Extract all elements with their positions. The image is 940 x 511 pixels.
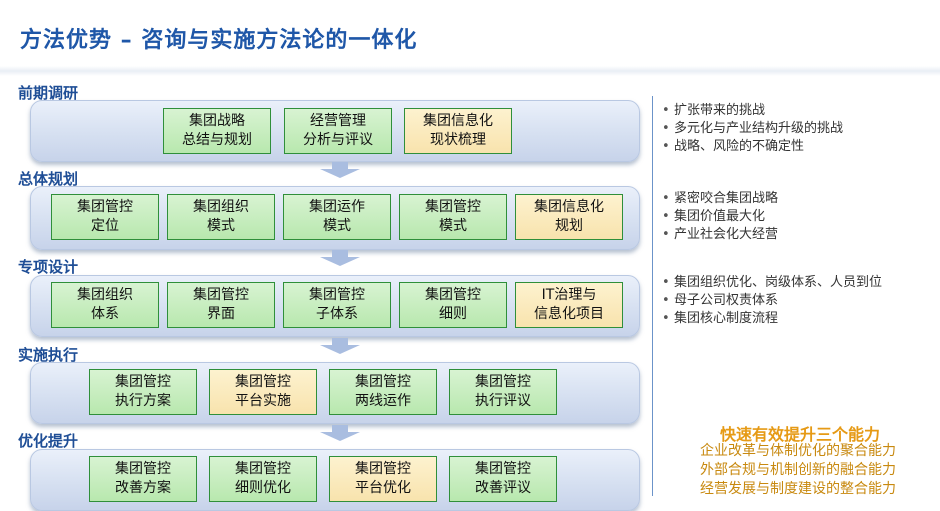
process-box: 集团信息化 现状梳理 bbox=[404, 108, 512, 154]
process-box: 集团管控 执行评议 bbox=[449, 369, 557, 415]
process-box: 集团管控 执行方案 bbox=[89, 369, 197, 415]
vertical-divider bbox=[652, 96, 653, 496]
process-box-label: 集团管控 平台优化 bbox=[355, 461, 411, 496]
process-box-label: 集团信息化 规划 bbox=[534, 199, 604, 234]
capabilities-list: 企业改革与体制优化的聚合能力 外部合规与机制创新的融合能力 经营发展与制度建设的… bbox=[700, 442, 896, 499]
process-box: 集团管控 平台实施 bbox=[209, 369, 317, 415]
process-box: 集团管控 两线运作 bbox=[329, 369, 437, 415]
title-divider bbox=[0, 66, 940, 76]
note-item: 多元化与产业结构升级的挑战 bbox=[660, 120, 843, 138]
stage-notes: 集团组织优化、岗级体系、人员到位母子公司权责体系集团核心制度流程 bbox=[660, 274, 882, 328]
process-box-label: 集团管控 两线运作 bbox=[355, 374, 411, 409]
process-box: 集团管控 改善方案 bbox=[89, 456, 197, 502]
note-item: 集团价值最大化 bbox=[660, 208, 778, 226]
process-box-label: 集团管控 模式 bbox=[425, 199, 481, 234]
process-box-label: 集团管控 执行方案 bbox=[115, 374, 171, 409]
page-title: 方法优势 – 咨询与实施方法论的一体化 bbox=[20, 28, 418, 53]
process-box: 集团管控 子体系 bbox=[283, 282, 391, 328]
process-box-label: 集团管控 界面 bbox=[193, 287, 249, 322]
process-box: 集团组织 体系 bbox=[51, 282, 159, 328]
process-box-label: 集团组织 模式 bbox=[193, 199, 249, 234]
process-box: 集团管控 平台优化 bbox=[329, 456, 437, 502]
process-box-label: IT治理与 信息化项目 bbox=[534, 287, 604, 322]
process-box: 集团管控 细则优化 bbox=[209, 456, 317, 502]
stage-band: 集团管控 执行方案 集团管控 平台实施 集团管控 两线运作 集团管控 执行评议 bbox=[30, 362, 640, 424]
process-box: 集团管控 模式 bbox=[399, 194, 507, 240]
process-box-label: 集团组织 体系 bbox=[77, 287, 133, 322]
stage-label: 总体规划 bbox=[18, 170, 79, 188]
process-box-label: 集团管控 平台实施 bbox=[235, 374, 291, 409]
process-box: 集团管控 定位 bbox=[51, 194, 159, 240]
process-box: 集团信息化 规划 bbox=[515, 194, 623, 240]
stage-notes: 紧密咬合集团战略集团价值最大化产业社会化大经营 bbox=[660, 190, 778, 244]
process-box: 集团管控 改善评议 bbox=[449, 456, 557, 502]
stage-label: 优化提升 bbox=[18, 432, 79, 450]
stage-notes: 扩张带来的挑战多元化与产业结构升级的挑战战略、风险的不确定性 bbox=[660, 102, 843, 156]
note-item: 母子公司权责体系 bbox=[660, 292, 882, 310]
capability-item: 外部合规与机制创新的融合能力 bbox=[700, 462, 896, 478]
process-box: 经营管理 分析与评议 bbox=[284, 108, 392, 154]
process-box: 集团战略 总结与规划 bbox=[163, 108, 271, 154]
stage-band: 集团组织 体系 集团管控 界面 集团管控 子体系 集团管控 细则 IT治理与 信息化项目 bbox=[30, 275, 640, 337]
note-item: 产业社会化大经营 bbox=[660, 226, 778, 244]
process-box-label: 集团战略 总结与规划 bbox=[182, 113, 252, 148]
process-box: 集团组织 模式 bbox=[167, 194, 275, 240]
stage-band: 集团战略 总结与规划 经营管理 分析与评议 集团信息化 现状梳理 bbox=[30, 100, 640, 162]
process-box-label: 集团管控 细则 bbox=[425, 287, 481, 322]
note-item: 扩张带来的挑战 bbox=[660, 102, 843, 120]
capabilities-title: 快速有效提升三个能力 bbox=[720, 425, 881, 444]
stage-band: 集团管控 定位 集团组织 模式 集团运作 模式 集团管控 模式 集团信息化 规划 bbox=[30, 186, 640, 250]
process-box: 集团管控 细则 bbox=[399, 282, 507, 328]
stage-label: 专项设计 bbox=[18, 258, 79, 276]
note-item: 战略、风险的不确定性 bbox=[660, 138, 843, 156]
capability-item: 企业改革与体制优化的聚合能力 bbox=[700, 443, 896, 459]
process-box-label: 集团信息化 现状梳理 bbox=[423, 113, 493, 148]
note-item: 紧密咬合集团战略 bbox=[660, 190, 778, 208]
process-box: 集团管控 界面 bbox=[167, 282, 275, 328]
process-box-label: 集团管控 子体系 bbox=[309, 287, 365, 322]
process-box-label: 集团运作 模式 bbox=[309, 199, 365, 234]
process-box-label: 集团管控 改善评议 bbox=[475, 461, 531, 496]
process-box-label: 集团管控 执行评议 bbox=[475, 374, 531, 409]
stage-label: 实施执行 bbox=[18, 346, 79, 364]
process-box-label: 经营管理 分析与评议 bbox=[303, 113, 373, 148]
process-box-label: 集团管控 细则优化 bbox=[235, 461, 291, 496]
stage-band: 集团管控 改善方案 集团管控 细则优化 集团管控 平台优化 集团管控 改善评议 bbox=[30, 449, 640, 511]
process-box-label: 集团管控 改善方案 bbox=[115, 461, 171, 496]
capability-item: 经营发展与制度建设的整合能力 bbox=[700, 481, 896, 497]
process-box: 集团运作 模式 bbox=[283, 194, 391, 240]
stage-label: 前期调研 bbox=[18, 84, 79, 102]
process-box: IT治理与 信息化项目 bbox=[515, 282, 623, 328]
note-item: 集团组织优化、岗级体系、人员到位 bbox=[660, 274, 882, 292]
note-item: 集团核心制度流程 bbox=[660, 310, 882, 328]
process-box-label: 集团管控 定位 bbox=[77, 199, 133, 234]
